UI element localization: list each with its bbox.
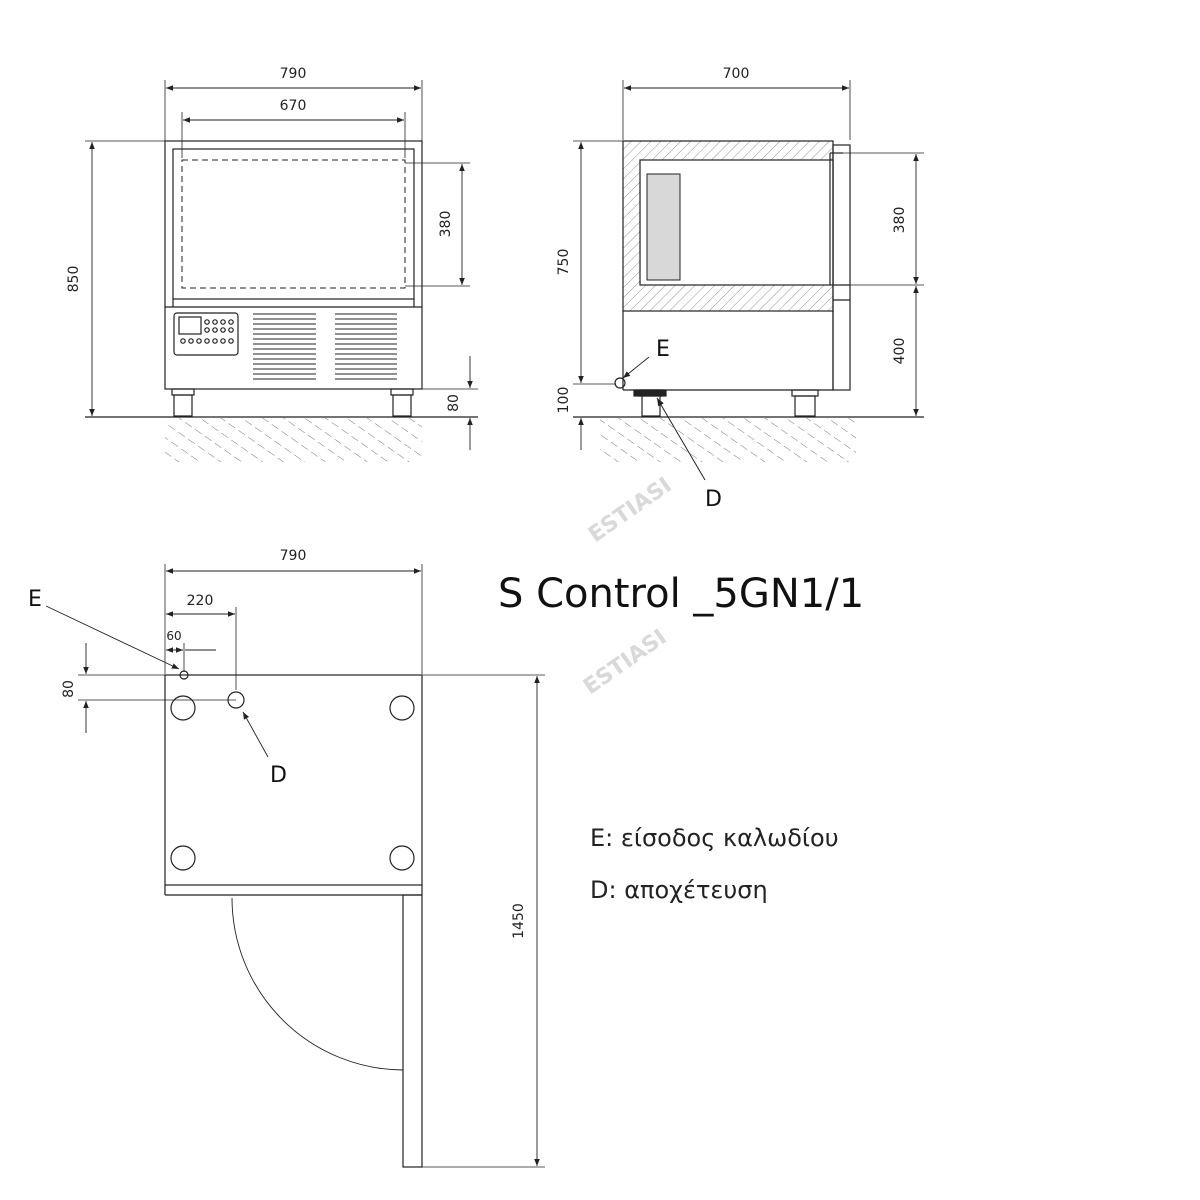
legend-e: E: είσοδος καλωδίου [590,824,839,852]
top-offset-y: 80 [61,680,77,698]
top-view [45,564,545,1168]
side-cavity-height: 380 [892,207,908,234]
front-vent-grilles [253,313,397,380]
top-label-d: D [270,763,287,788]
front-width-total: 790 [280,66,307,82]
side-label-d: D [705,487,722,512]
drawing-title: S Control _5GN1/1 [498,571,864,617]
top-offset-e: 60 [166,629,181,643]
side-lower-height: 400 [892,338,908,365]
side-view [573,80,924,481]
front-height-total: 850 [66,266,82,293]
watermark-text: ESTIASI [584,473,676,548]
front-floor-hatch [165,418,422,462]
watermark-text: ESTIASI [579,625,671,700]
side-height-cabinet: 750 [556,249,572,276]
side-label-e: E [656,337,670,362]
front-view [85,80,478,450]
top-depth-open: 1450 [511,903,527,939]
side-connection-height: 100 [556,387,572,414]
side-floor-hatch [600,418,856,462]
top-width-total: 790 [280,548,307,564]
top-offset-d: 220 [187,593,214,609]
side-depth: 700 [723,66,750,82]
top-label-e: E [28,587,42,612]
front-feet-height: 80 [446,394,462,412]
legend-d: D: αποχέτευση [590,876,768,904]
front-cavity-height: 380 [438,211,454,238]
front-width-inner: 670 [280,98,307,114]
